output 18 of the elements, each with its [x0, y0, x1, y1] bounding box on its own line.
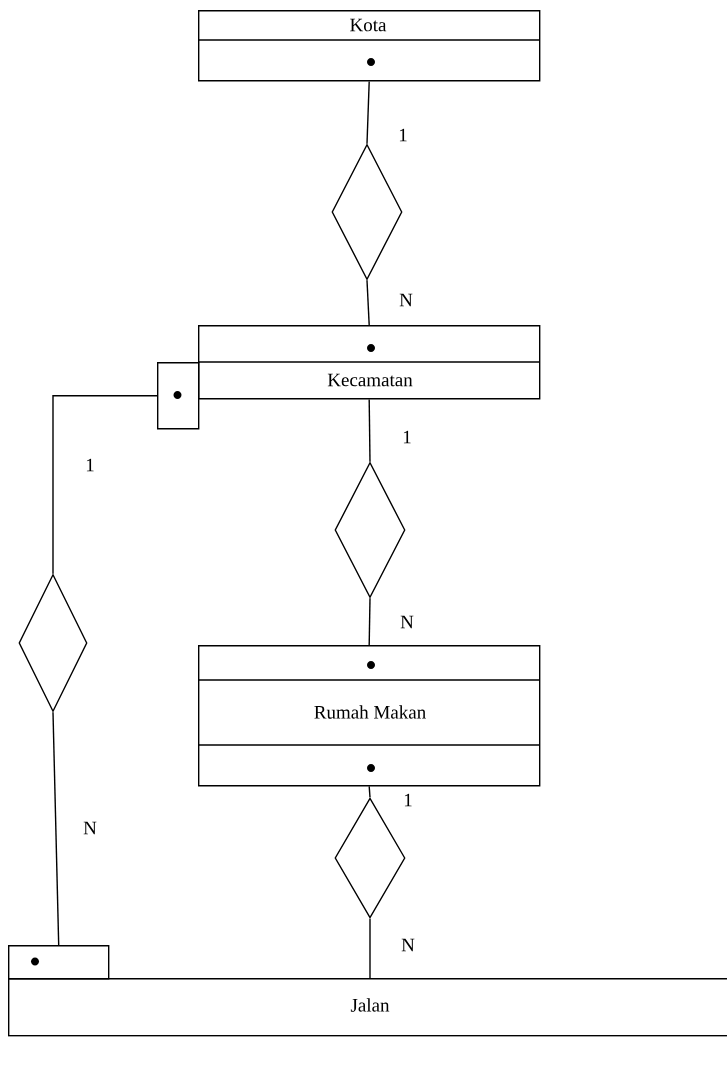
entity-box: Kecamatan	[157, 325, 541, 430]
cardinality-label: 1	[399, 128, 407, 142]
connector-line	[368, 785, 371, 798]
connector-line	[366, 80, 370, 145]
connector-line	[368, 398, 371, 463]
cardinality-label: N	[399, 293, 413, 307]
connector-line	[369, 918, 371, 979]
cardinality-label: N	[400, 615, 414, 629]
connector-line	[52, 711, 60, 946]
cardinality-label: 1	[86, 458, 94, 472]
connector-line	[52, 395, 158, 575]
cardinality-label: 1	[404, 793, 412, 807]
cardinality-label: N	[83, 821, 97, 835]
cardinality-label: 1	[403, 430, 411, 444]
connector-line	[368, 597, 371, 646]
connector-line	[366, 279, 370, 326]
entity-box: Rumah Makan	[197, 645, 541, 787]
entity-box: Kota	[197, 10, 541, 82]
